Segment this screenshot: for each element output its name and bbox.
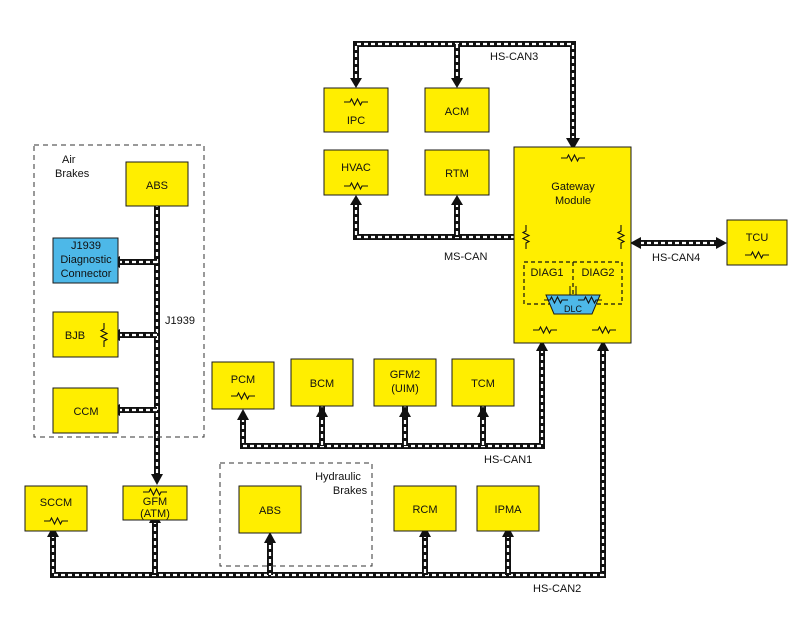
ccm-module: CCM <box>52 387 119 434</box>
arrow-down-icon <box>566 138 580 150</box>
tcu-module: TCU <box>726 219 788 266</box>
hs-can3-label: HS-CAN3 <box>490 51 538 63</box>
arrow-up-icon <box>597 340 609 351</box>
arrow-up-icon <box>477 406 489 417</box>
svg-text:RTM: RTM <box>445 168 469 180</box>
hydraulic-brakes-group: Hydraulic Brakes <box>219 462 373 567</box>
arrow-right-icon <box>716 237 727 249</box>
bcm-module: BCM <box>290 358 354 407</box>
svg-text:IPC: IPC <box>347 115 365 127</box>
diag1-label: DIAG1 <box>530 267 563 279</box>
svg-text:J1939: J1939 <box>71 240 101 252</box>
gateway-title-line1: Gateway <box>551 181 595 193</box>
arrow-up-icon <box>237 409 249 420</box>
ipc-module: IPC <box>323 87 389 133</box>
svg-text:Connector: Connector <box>61 268 112 280</box>
svg-text:BJB: BJB <box>65 330 85 342</box>
svg-text:(ATM): (ATM) <box>140 508 170 520</box>
hs-can1-label: HS-CAN1 <box>484 454 532 466</box>
air-brakes-label-line1: Air <box>62 154 76 166</box>
j1939-label: J1939 <box>165 315 195 327</box>
gfm2-module: GFM2 (UIM) <box>373 358 437 407</box>
ms-can-label: MS-CAN <box>444 251 487 263</box>
acm-module: ACM <box>424 87 490 133</box>
gfm-atm-module: GFM (ATM) <box>122 485 188 521</box>
rtm-module: RTM <box>424 149 490 196</box>
svg-text:GFM2: GFM2 <box>390 369 421 381</box>
svg-text:ACM: ACM <box>445 106 469 118</box>
svg-text:ABS: ABS <box>259 505 281 517</box>
svg-text:(UIM): (UIM) <box>391 383 419 395</box>
svg-text:TCM: TCM <box>471 378 495 390</box>
air-brakes-label-line2: Brakes <box>55 168 90 180</box>
network-labels: HS-CAN3 MS-CAN HS-CAN4 J1939 HS-CAN1 HS-… <box>165 51 700 595</box>
svg-text:Diagnostic: Diagnostic <box>60 254 112 266</box>
abs-hydraulic-module: ABS <box>238 485 302 534</box>
svg-text:TCU: TCU <box>746 232 769 244</box>
arrow-up-icon <box>451 195 463 205</box>
svg-text:IPMA: IPMA <box>495 504 523 516</box>
j1939-diagnostic-connector: J1939 Diagnostic Connector <box>52 237 119 284</box>
arrow-up-icon <box>264 532 276 543</box>
rcm-module: RCM <box>393 485 457 532</box>
hydraulic-brakes-label-line1: Hydraulic <box>315 471 361 483</box>
arrow-up-icon <box>536 340 548 351</box>
gateway-module: Gateway Module DIAG1 DIAG2 DLC <box>513 146 632 344</box>
arrow-up-icon <box>350 195 362 205</box>
svg-text:GFM: GFM <box>143 496 167 508</box>
arrow-left-icon <box>630 237 641 249</box>
tcm-module: TCM <box>451 358 515 407</box>
hs-can4-label: HS-CAN4 <box>652 252 700 264</box>
arrow-down-icon <box>151 474 163 485</box>
bus-lines <box>50 41 716 578</box>
pcm-module: PCM <box>211 361 275 410</box>
svg-text:RCM: RCM <box>412 504 437 516</box>
sccm-module: SCCM <box>24 485 88 532</box>
air-brakes-group: Air Brakes <box>33 144 205 438</box>
svg-text:BCM: BCM <box>310 378 334 390</box>
svg-text:PCM: PCM <box>231 374 255 386</box>
dlc-label: DLC <box>564 304 583 314</box>
arrow-down-icon <box>350 78 362 88</box>
svg-text:SCCM: SCCM <box>40 497 72 509</box>
arrow-up-icon <box>316 406 328 417</box>
gateway-title-line2: Module <box>555 195 591 207</box>
ms-can-bus <box>353 203 514 240</box>
svg-text:HVAC: HVAC <box>341 162 371 174</box>
hvac-module: HVAC <box>323 149 389 196</box>
arrow-up-icon <box>399 406 411 417</box>
svg-text:ABS: ABS <box>146 180 168 192</box>
diag2-label: DIAG2 <box>581 267 614 279</box>
arrow-down-icon <box>451 78 463 88</box>
hs-can2-label: HS-CAN2 <box>533 583 581 595</box>
bjb-module: BJB <box>52 311 119 358</box>
hydraulic-brakes-label-line2: Brakes <box>333 485 368 497</box>
svg-text:CCM: CCM <box>73 406 98 418</box>
abs-air-module: ABS <box>125 161 189 207</box>
ipma-module: IPMA <box>476 485 540 532</box>
